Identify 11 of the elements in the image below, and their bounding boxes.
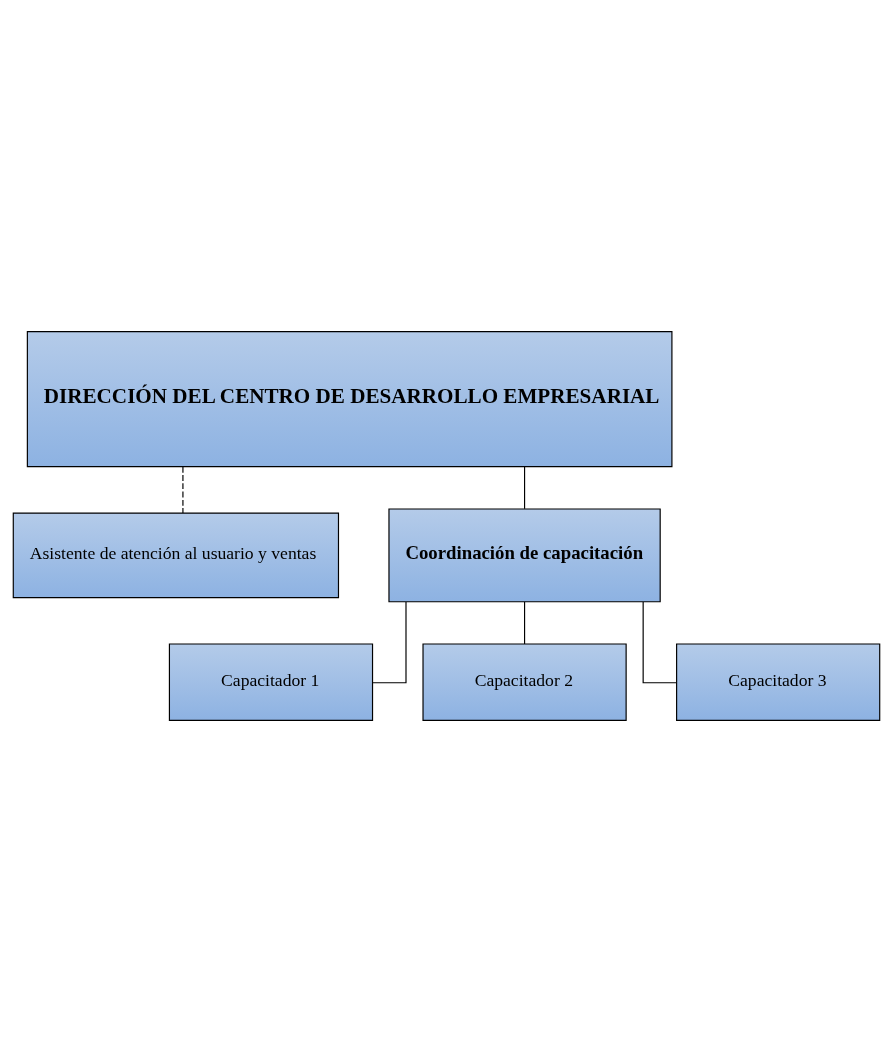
node-box: Asistente de atención al usuario y ventas	[12, 512, 340, 599]
connector	[642, 601, 678, 684]
node-box: Capacitador 3	[676, 643, 881, 721]
connector	[524, 466, 526, 510]
connector	[372, 601, 407, 684]
node-box: Coordinación de capacitación	[388, 508, 661, 603]
connector	[524, 601, 526, 645]
node-box: DIRECCIÓN DEL CENTRO DE DESARROLLO EMPRESARIAL	[26, 331, 673, 468]
connector	[182, 466, 184, 514]
node-box: Capacitador 2	[422, 643, 627, 721]
node-box: Capacitador 1	[168, 643, 374, 721]
